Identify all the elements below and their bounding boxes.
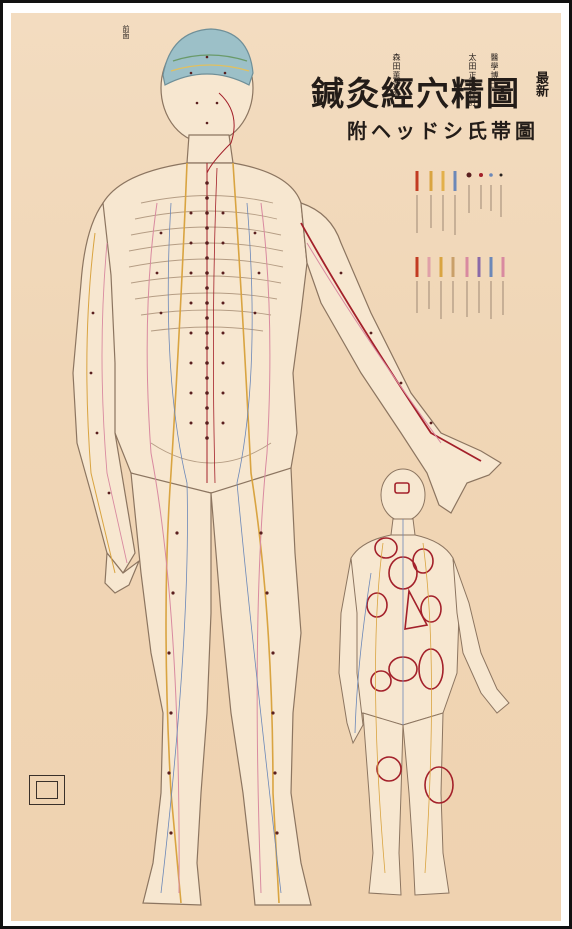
- poster-title-newest: 最新: [531, 71, 550, 97]
- small-left-leg: [363, 713, 403, 895]
- main-right-arm: [301, 203, 501, 513]
- small-torso: [345, 535, 459, 725]
- poster-subtitle: 附ヘッドシ氏帯圖: [347, 115, 539, 144]
- legend: [417, 171, 503, 319]
- small-head: [381, 469, 425, 521]
- small-right-arm: [453, 558, 509, 713]
- seal-stamp-icon: [29, 775, 65, 805]
- small-figure: [339, 469, 509, 895]
- main-neck: [187, 135, 233, 163]
- acupuncture-poster: 前面 醫學博士 太田正隆校訂 森田薫斧著 鍼灸經穴精圖 最新 附ヘッドシ氏帯圖 …: [11, 13, 561, 921]
- small-right-leg: [403, 713, 449, 895]
- main-torso: [95, 163, 307, 493]
- front-view-label: 前面: [121, 25, 131, 39]
- colophon-block: ​​​: [69, 781, 109, 851]
- poster-title: 鍼灸經穴精圖: [311, 67, 521, 115]
- main-left-leg: [131, 473, 211, 905]
